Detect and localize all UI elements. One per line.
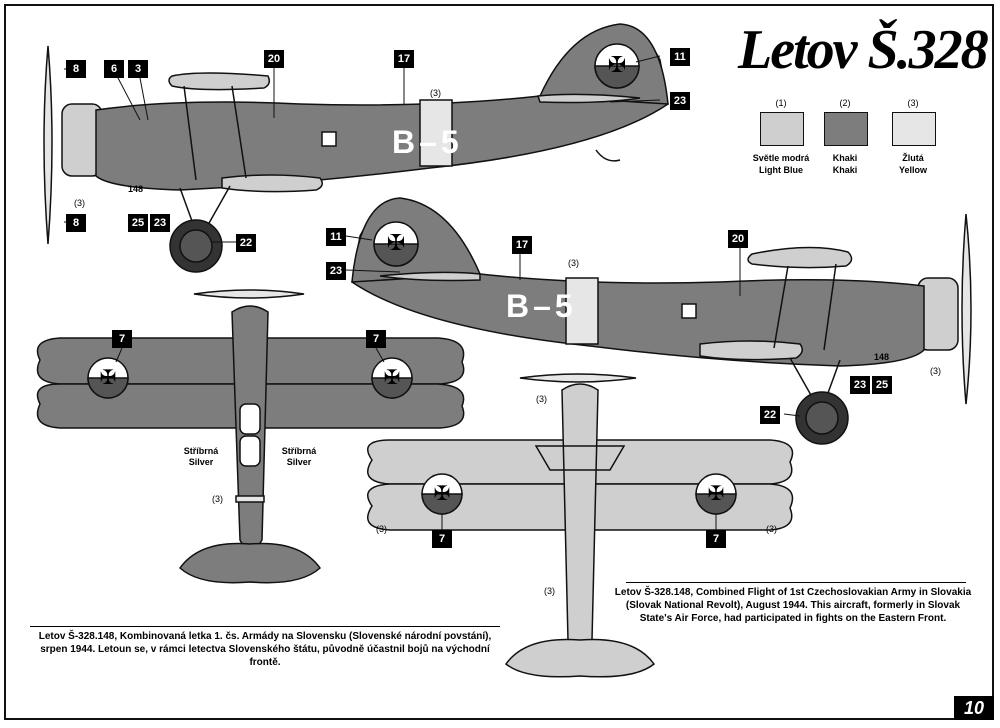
callout-20-left: 20 — [264, 50, 284, 68]
right-side-profile: ✠ — [351, 197, 972, 445]
note-yellow-5: (3) — [536, 394, 547, 404]
left-profile-code: B–5 — [392, 124, 463, 160]
note-yellow-3: (3) — [568, 258, 579, 268]
callout-22-left: 22 — [236, 234, 256, 252]
page-title: Letov Š.328 — [738, 19, 989, 81]
callout-23-right: 23 — [326, 262, 346, 280]
callout-25-right: 25 — [872, 376, 892, 394]
caption-english: Letov Š-328.148, Combined Flight of 1st … — [614, 587, 972, 624]
legend-label-1-cz: Světle modrá — [752, 153, 810, 163]
callout-8-top: 8 — [66, 60, 86, 78]
callout-23-left: 23 — [670, 92, 690, 110]
callout-23-right-gear: 23 — [850, 376, 870, 394]
note-yellow-8: (3) — [766, 524, 777, 534]
page-frame — [4, 4, 994, 720]
silver-label-right-cz: Stříbrná — [281, 446, 317, 456]
legend-label-1-en: Light Blue — [759, 165, 803, 175]
legend-label-3-cz: Žlutá — [902, 153, 924, 163]
note-yellow-1: (3) — [430, 88, 441, 98]
note-yellow-7: (3) — [376, 524, 387, 534]
svg-text:✠: ✠ — [100, 367, 117, 389]
callout-8-bottom: 8 — [66, 214, 86, 232]
svg-text:✠: ✠ — [387, 230, 405, 255]
svg-text:✠: ✠ — [434, 483, 451, 505]
silver-label-right: Stříbrná Silver — [274, 446, 324, 468]
callout-7-bottom-right: 7 — [706, 530, 726, 548]
right-profile-code: B–5 — [506, 288, 577, 324]
legend-label-3-en: Yellow — [898, 165, 927, 175]
legend-label-2-en: Khaki — [832, 165, 858, 175]
silver-label-left: Stříbrná Silver — [176, 446, 226, 468]
callout-17-left: 17 — [394, 50, 414, 68]
serial-right: 148 — [874, 352, 890, 362]
legend-swatch-yellow — [892, 112, 936, 146]
callout-7-top-left: 7 — [112, 330, 132, 348]
callout-6: 6 — [104, 60, 124, 78]
serial-left: 148 — [128, 184, 144, 194]
caption-cz-rule — [30, 626, 500, 627]
note-yellow-6: (3) — [212, 494, 223, 504]
legend-num-1: (1) — [775, 98, 787, 108]
legend-label-2: Khaki Khaki — [810, 152, 880, 176]
legend-num-2: (2) — [839, 98, 851, 108]
callout-22-right: 22 — [760, 406, 780, 424]
callout-11-right: 11 — [326, 228, 346, 246]
note-yellow-2: (3) — [74, 198, 85, 208]
callout-23-left-gear: 23 — [150, 214, 170, 232]
callout-3: 3 — [128, 60, 148, 78]
bottom-view: ✠ ✠ — [367, 373, 794, 678]
legend-label-2-cz: Khaki — [832, 153, 858, 163]
svg-text:✠: ✠ — [708, 483, 725, 505]
top-view: ✠ ✠ — [36, 289, 465, 584]
legend-label-3: Žlutá Yellow — [878, 152, 948, 176]
callout-11-left: 11 — [670, 48, 690, 66]
silver-label-left-en: Silver — [188, 457, 214, 467]
caption-en-rule — [626, 582, 966, 583]
left-side-profile: ✠ — [43, 23, 669, 273]
callout-7-top-right: 7 — [366, 330, 386, 348]
svg-text:✠: ✠ — [384, 367, 401, 389]
callout-17-right: 17 — [512, 236, 532, 254]
callout-20-right: 20 — [728, 230, 748, 248]
callout-25-left: 25 — [128, 214, 148, 232]
callout-7-bottom-left: 7 — [432, 530, 452, 548]
legend-swatch-khaki — [824, 112, 868, 146]
leader-lines — [64, 55, 801, 530]
legend-label-1: Světle modrá Light Blue — [746, 152, 816, 176]
legend-swatch-light-blue — [760, 112, 804, 146]
legend-num-3: (3) — [907, 98, 919, 108]
svg-text:✠: ✠ — [608, 52, 626, 77]
silver-label-left-cz: Stříbrná — [183, 446, 219, 456]
caption-czech: Letov Š-328.148, Kombinovaná letka 1. čs… — [38, 631, 492, 668]
page-number: 10 — [954, 696, 994, 720]
silver-label-right-en: Silver — [286, 457, 312, 467]
note-yellow-9: (3) — [544, 586, 555, 596]
note-yellow-4: (3) — [930, 366, 941, 376]
